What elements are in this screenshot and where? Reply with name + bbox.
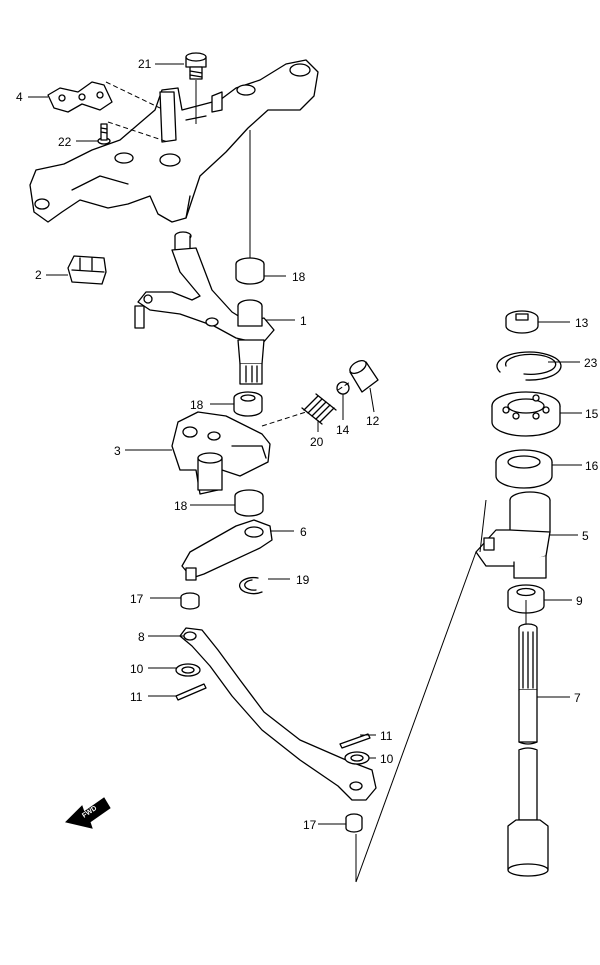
part-1-shift-lever[interactable] — [134, 231, 275, 385]
callout-18-lower[interactable]: 18 — [174, 499, 188, 513]
callout-8[interactable]: 8 — [138, 630, 145, 644]
part-22-screw[interactable] — [97, 123, 111, 145]
part-11-cotter-pin-left[interactable] — [175, 683, 207, 701]
part-8-link-rod[interactable] — [179, 627, 377, 801]
callout-22[interactable]: 22 — [58, 135, 72, 149]
fwd-arrow-icon: FWD — [65, 797, 111, 829]
callout-19[interactable]: 19 — [296, 573, 310, 587]
part-18-bushing-top[interactable] — [235, 257, 265, 285]
callout-17-lower[interactable]: 17 — [303, 818, 317, 832]
part-15-bearing[interactable] — [491, 391, 561, 437]
callout-7[interactable]: 7 — [574, 691, 581, 705]
part-11-cotter-pin-right[interactable] — [339, 733, 371, 749]
callout-21[interactable]: 21 — [138, 57, 152, 71]
callout-1[interactable]: 1 — [300, 314, 307, 328]
callout-labels: 21 4 22 2 18 1 18 20 14 12 3 18 6 19 17 … — [16, 57, 599, 832]
callout-16[interactable]: 16 — [585, 459, 599, 473]
part-18-bushing-middle[interactable] — [233, 391, 263, 417]
callout-18-top[interactable]: 18 — [292, 270, 306, 284]
part-18-bushing-lower[interactable] — [234, 489, 264, 517]
callout-10-left[interactable]: 10 — [130, 662, 144, 676]
callout-5[interactable]: 5 — [582, 529, 589, 543]
leader-lines — [28, 63, 582, 825]
callout-14[interactable]: 14 — [336, 423, 350, 437]
callout-6[interactable]: 6 — [300, 525, 307, 539]
part-19-e-clip[interactable] — [238, 576, 263, 595]
callout-20[interactable]: 20 — [310, 435, 324, 449]
callout-11-right[interactable]: 11 — [380, 729, 393, 743]
callout-3[interactable]: 3 — [114, 444, 121, 458]
callout-9[interactable]: 9 — [576, 594, 583, 608]
part-7-shift-rod[interactable] — [507, 623, 549, 877]
callout-15[interactable]: 15 — [585, 407, 599, 421]
part-16-seal[interactable] — [495, 449, 553, 489]
callout-11-left[interactable]: 11 — [130, 690, 143, 704]
part-5-flanged-sleeve[interactable] — [475, 491, 551, 579]
part-23-snap-ring[interactable] — [496, 351, 562, 381]
part-20-spring[interactable] — [301, 393, 337, 425]
part-17-bushing-upper[interactable] — [180, 592, 200, 610]
callout-17-upper[interactable]: 17 — [130, 592, 144, 606]
part-12-sleeve[interactable] — [348, 358, 379, 393]
callout-18-middle[interactable]: 18 — [190, 398, 204, 412]
part-10-washer-left[interactable] — [175, 663, 201, 677]
part-13-plug[interactable] — [505, 310, 539, 334]
part-2-clip[interactable] — [67, 255, 107, 285]
callout-12[interactable]: 12 — [366, 414, 380, 428]
callout-2[interactable]: 2 — [35, 268, 42, 282]
callout-4[interactable]: 4 — [16, 90, 23, 104]
main-bracket-housing[interactable] — [29, 59, 319, 223]
part-17-bushing-lower[interactable] — [345, 813, 363, 833]
part-10-washer-right[interactable] — [344, 751, 370, 765]
callout-23[interactable]: 23 — [584, 356, 598, 370]
callout-13[interactable]: 13 — [575, 316, 589, 330]
part-3-cam-housing[interactable] — [171, 411, 271, 495]
part-21-bolt[interactable] — [185, 52, 207, 80]
part-4-plate[interactable] — [47, 81, 113, 113]
callout-10-right[interactable]: 10 — [380, 752, 394, 766]
part-6-lever-arm[interactable] — [181, 519, 273, 581]
